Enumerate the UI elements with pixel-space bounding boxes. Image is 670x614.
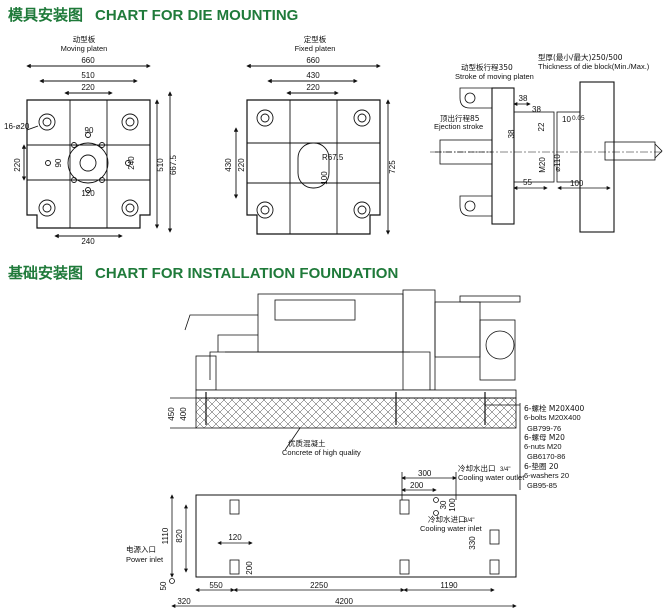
mp-dim-240v: 240	[127, 156, 136, 170]
foundation-title: 基础安装图 CHART FOR INSTALLATION FOUNDATION	[8, 262, 398, 283]
plan-dim-820: 820	[175, 529, 184, 543]
water-inlet-pipe: 3/4"	[464, 518, 474, 524]
part-item: GB6170-86	[527, 452, 565, 461]
mp-dim-240: 240	[81, 237, 95, 246]
sv-eject-en: Ejection stroke	[434, 122, 483, 131]
water-outlet-en: Cooling water outlet	[458, 473, 525, 482]
plan-dim-200: 200	[410, 481, 424, 490]
fp-dim-220v: 220	[237, 158, 246, 172]
plan-dim-330: 330	[468, 536, 477, 550]
fp-dim-725: 725	[388, 160, 397, 174]
part-item: 6-nuts M20	[524, 442, 562, 451]
sv-thickness-cn: 型厚(最小/最大)250/500	[538, 52, 623, 62]
die-mounting-title-en: CHART FOR DIE MOUNTING	[95, 7, 299, 24]
plan-dim-30: 30	[439, 500, 448, 509]
plan-dim-2250: 2250	[310, 581, 328, 590]
sv-dim-38c: 38	[507, 129, 516, 138]
part-item: 6-螺母 M20	[524, 432, 565, 442]
sv-stroke-cn: 动型板行程350	[461, 62, 513, 72]
plan-dim-300: 300	[418, 469, 432, 478]
sv-dim-110: ⌀110	[553, 154, 562, 172]
fp-dim-430: 430	[306, 71, 320, 80]
fd-dim-400: 400	[179, 407, 188, 421]
part-item: 6-垫圈 20	[524, 461, 559, 471]
water-inlet-en: Cooling water inlet	[420, 524, 483, 533]
part-item: GB799-76	[527, 424, 561, 433]
sv-dim-22: 22	[537, 122, 546, 131]
sv-eject-cn: 顶出行程85	[440, 113, 480, 123]
moving-platen-drawing: 动型板 Moving platen 660 510 220 90 120 240…	[4, 34, 178, 246]
sv-dim-100: 100	[570, 179, 584, 188]
plan-dim-200v: 200	[245, 561, 254, 575]
plan-dim-100: 100	[448, 498, 457, 512]
water-outlet-cn: 冷却水出口	[458, 463, 496, 473]
part-item: 6-bolts M20X400	[524, 413, 581, 422]
mp-dim-660: 660	[81, 56, 95, 65]
fd-dim-450: 450	[167, 407, 176, 421]
power-inlet-en: Power inlet	[126, 555, 164, 564]
plan-dim-4200: 4200	[335, 597, 353, 606]
sv-thickness-en: Thickness of die block(Min./Max.)	[538, 62, 650, 71]
mp-dim-90v: 90	[54, 158, 63, 167]
power-inlet-cn: 电源入口	[126, 544, 156, 554]
sv-dim-10: 10	[562, 115, 571, 124]
foundation-title-en: CHART FOR INSTALLATION FOUNDATION	[95, 265, 399, 282]
die-mounting-title: 模具安装图 CHART FOR DIE MOUNTING	[8, 4, 298, 25]
plan-dim-1110: 1110	[161, 527, 170, 544]
mp-dim-120: 120	[81, 189, 95, 198]
fp-dim-430v: 430	[224, 158, 233, 172]
sv-dim-38a: 38	[519, 94, 528, 103]
sv-dim-005: 0.05	[572, 115, 585, 122]
die-mounting-title-cn: 模具安装图	[8, 6, 84, 24]
fp-dim-100: 100	[320, 171, 329, 185]
fixed-platen-label-en: Fixed platen	[295, 44, 336, 53]
parts-list: 6-螺栓 M20X400 6-bolts M20X400 GB799-76 6-…	[524, 403, 585, 490]
mp-dim-510: 510	[81, 71, 95, 80]
mp-dim-667: 667.5	[169, 154, 178, 175]
water-outlet-pipe: 3/4"	[500, 467, 510, 473]
foundation-elevation-drawing: 450 400 优质混凝土 Concrete of high quality	[167, 289, 521, 490]
mp-dim-90: 90	[85, 126, 94, 135]
plan-dim-1190: 1190	[440, 581, 458, 590]
fixed-platen-drawing: 定型板 Fixed platen 660 430 220 R67.5 100 4…	[224, 34, 397, 235]
part-item: 6-螺栓 M20X400	[524, 403, 585, 413]
plan-dim-320: 320	[177, 597, 191, 606]
foundation-title-cn: 基础安装图	[8, 264, 84, 282]
mp-dim-220v: 220	[13, 158, 22, 172]
mp-dim-510v: 510	[156, 158, 165, 172]
fixed-platen-label-cn: 定型板	[304, 34, 327, 44]
water-inlet-cn: 冷却水进口	[428, 514, 466, 524]
mp-dim-bolts: 16-⌀20	[4, 122, 30, 131]
fp-dim-r67: R67.5	[322, 153, 344, 162]
concrete-label-en: Concrete of high quality	[282, 448, 361, 457]
moving-platen-label-cn: 动型板	[73, 34, 96, 44]
mp-dim-220: 220	[81, 83, 95, 92]
sv-dim-m20: M20	[538, 157, 547, 173]
moving-platen-label-en: Moving platen	[61, 44, 108, 53]
concrete-label-cn: 优质混凝土	[288, 438, 326, 448]
sv-stroke-en: Stroke of moving platen	[455, 72, 534, 81]
plan-dim-50: 50	[159, 581, 168, 590]
foundation-plan-drawing: 300 200 30 100 冷却水出口 3/4" Cooling water …	[126, 463, 525, 608]
side-view-drawing: 型厚(最小/最大)250/500 Thickness of die block(…	[430, 52, 663, 233]
sv-dim-55: 55	[523, 178, 532, 187]
plan-dim-120: 120	[228, 533, 242, 542]
fp-dim-660: 660	[306, 56, 320, 65]
sv-dim-38b: 38	[532, 105, 541, 114]
part-item: GB95-85	[527, 481, 557, 490]
part-item: 6-washers 20	[524, 471, 569, 480]
fp-dim-220: 220	[306, 83, 320, 92]
plan-dim-550: 550	[209, 581, 223, 590]
